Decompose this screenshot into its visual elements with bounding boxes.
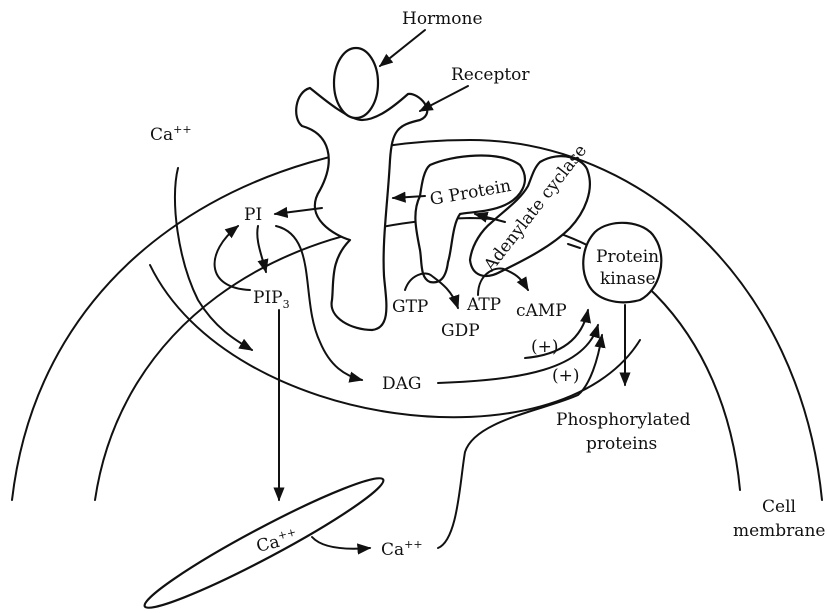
hormone-label: Hormone bbox=[402, 9, 483, 29]
receptor-arrow bbox=[420, 86, 468, 111]
ca-outside-label: Ca++ bbox=[150, 123, 192, 145]
gtp-label: GTP bbox=[392, 297, 428, 317]
pip3-base: PIP bbox=[253, 288, 283, 308]
ca-outside-sup: ++ bbox=[173, 123, 191, 136]
atp-label: ATP bbox=[466, 295, 501, 315]
receptor-label: Receptor bbox=[451, 65, 530, 85]
nucleus-boundary bbox=[150, 265, 640, 417]
er-ca-release-arrow bbox=[312, 537, 370, 549]
phosphorylated-label-2: proteins bbox=[586, 434, 657, 454]
hormone-shape bbox=[334, 48, 378, 118]
dag-label: DAG bbox=[382, 374, 422, 394]
ca-outside-base: Ca bbox=[150, 125, 173, 145]
pi-label: PI bbox=[244, 205, 262, 225]
plus-lower-label: (+) bbox=[552, 366, 580, 386]
camp-label: cAMP bbox=[516, 301, 567, 321]
pip3-sub: 3 bbox=[283, 298, 290, 311]
gdp-label: GDP bbox=[441, 321, 480, 341]
pi-to-pip3-arrow bbox=[257, 226, 266, 272]
protein-kinase-label-1: Protein bbox=[596, 247, 659, 267]
protein-kinase-label-2: kinase bbox=[600, 269, 656, 289]
hormone-arrow bbox=[380, 30, 425, 66]
ca-released-sup: ++ bbox=[404, 538, 422, 551]
phosphorylated-label-1: Phosphorylated bbox=[556, 410, 691, 430]
cell-membrane-label-1: Cell bbox=[762, 497, 796, 517]
plus-upper-label: (+) bbox=[531, 337, 559, 357]
membrane-connector bbox=[568, 244, 580, 248]
pip3-to-pi-arrow bbox=[215, 226, 250, 290]
ca-released-label: Ca++ bbox=[381, 538, 423, 560]
ca-released-base: Ca bbox=[381, 540, 404, 560]
cell-membrane-label-2: membrane bbox=[733, 521, 825, 541]
pip3-label: PIP3 bbox=[253, 288, 290, 311]
cell-membrane-outer bbox=[12, 140, 822, 500]
